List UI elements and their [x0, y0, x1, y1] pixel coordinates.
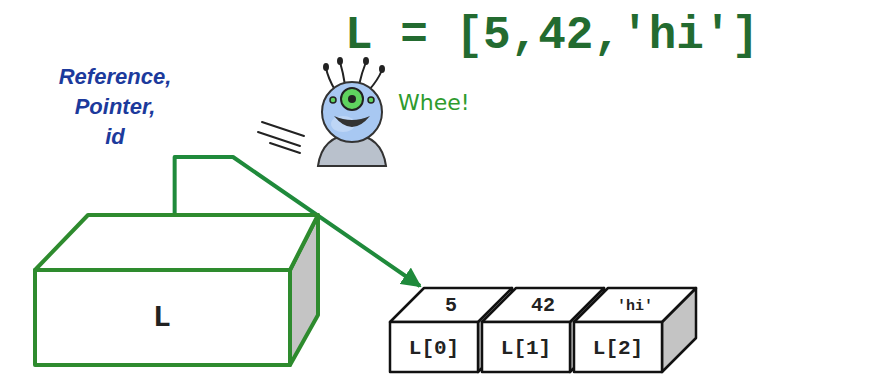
- list-element-box: 'hi' L[2]: [574, 288, 698, 374]
- index-label: L[1]: [501, 338, 551, 359]
- code-title: L = [5,42,'hi']: [345, 10, 759, 62]
- reference-note: Reference, Pointer, id: [25, 62, 205, 152]
- element-value: 42: [531, 296, 555, 316]
- index-label: L[2]: [593, 338, 643, 359]
- box-outline: [35, 215, 320, 367]
- element-value: 'hi': [617, 299, 653, 314]
- index-label: L[0]: [409, 338, 459, 359]
- element-value: 5: [445, 296, 457, 316]
- variable-box: L: [35, 215, 320, 367]
- speech-label: Whee!: [398, 90, 470, 115]
- variable-name: L: [153, 303, 171, 333]
